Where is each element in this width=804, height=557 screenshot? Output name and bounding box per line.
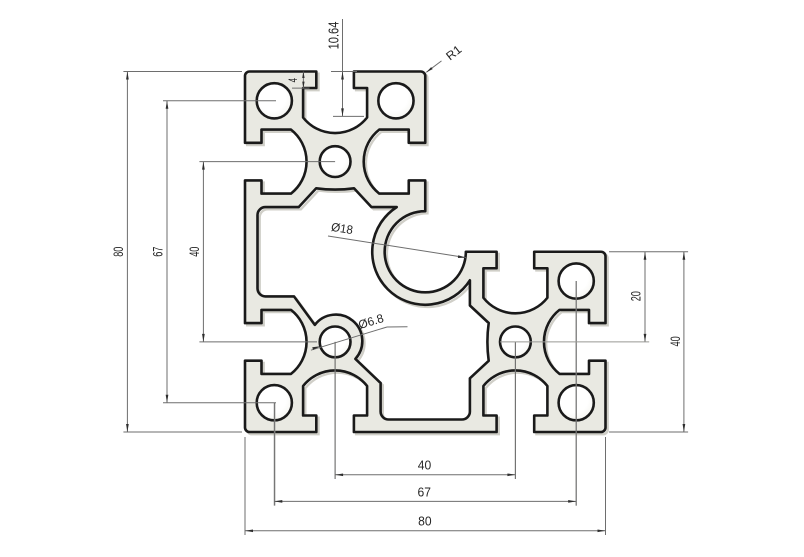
svg-text:67: 67 [417,485,431,499]
svg-text:80: 80 [111,246,126,257]
svg-text:40: 40 [668,336,683,347]
svg-text:20: 20 [629,291,644,302]
svg-text:10.64: 10.64 [324,22,342,50]
svg-text:80: 80 [418,514,432,528]
svg-text:40: 40 [418,458,432,472]
svg-text:67: 67 [151,247,166,257]
svg-text:Ø18: Ø18 [330,221,354,237]
svg-text:4: 4 [287,78,300,83]
svg-text:40: 40 [187,246,202,257]
